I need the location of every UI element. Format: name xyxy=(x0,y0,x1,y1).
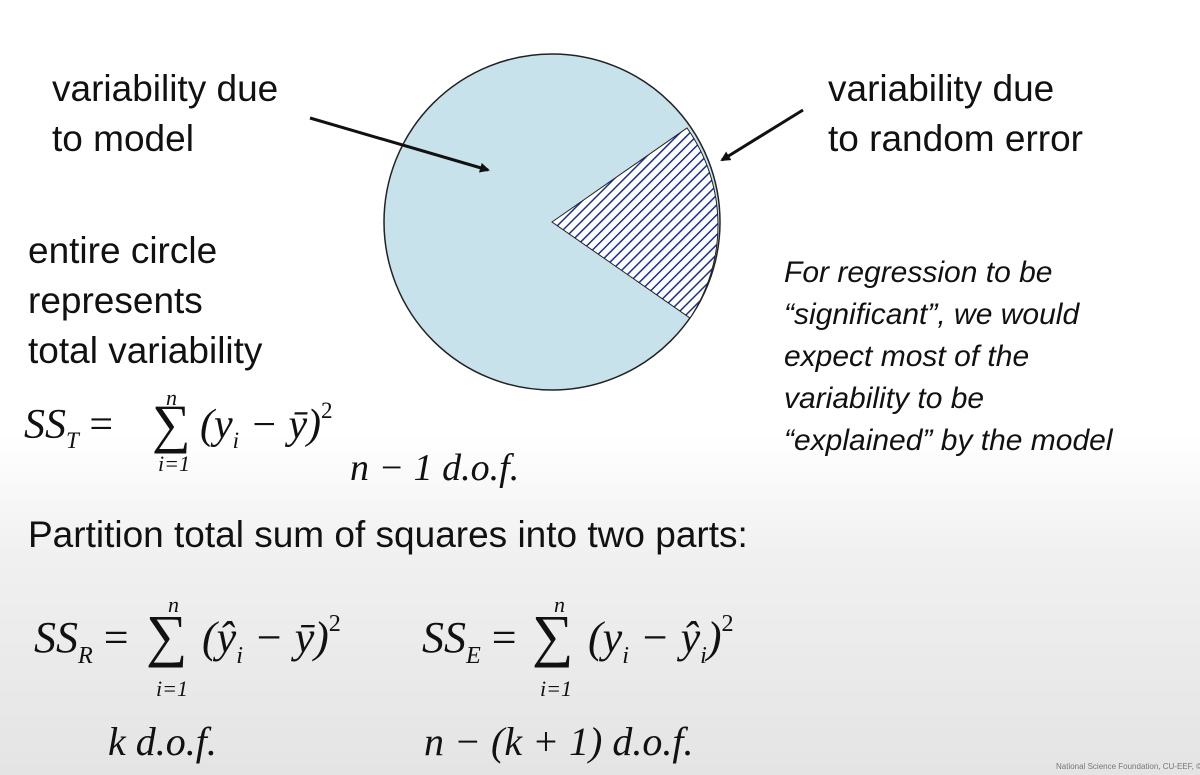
significance-note: For regression to be “significant”, we w… xyxy=(784,252,1113,462)
arrow-to-error xyxy=(720,108,804,162)
sum-term-rest: − ȳ) xyxy=(239,402,322,448)
ssr-subscript: R xyxy=(78,641,93,669)
sum-term: (ŷ xyxy=(202,613,237,662)
index-subscript: i xyxy=(622,641,629,669)
sst-symbol: SS xyxy=(24,402,66,448)
sigma-symbol: ∑ xyxy=(146,603,188,668)
ssr-formula: SSR = ∑ n i=1 (ŷi − ȳ)2 xyxy=(34,590,394,701)
error-slice xyxy=(551,127,719,319)
sst-dof: n − 1 d.o.f. xyxy=(350,447,520,489)
arrow-to-model xyxy=(309,116,490,173)
partition-heading: Partition total sum of squares into two … xyxy=(28,514,748,555)
ssr-dof: k d.o.f. xyxy=(108,719,217,764)
note-line: variability to be xyxy=(784,382,985,415)
error-variability-label: variability due to random error xyxy=(828,64,1083,164)
note-line: “significant”, we would xyxy=(784,298,1080,331)
sum-term: (y xyxy=(200,402,233,448)
index-subscript: i xyxy=(236,641,243,669)
sum-term-rest: − ȳ) xyxy=(242,613,329,662)
index-subscript: i xyxy=(700,641,707,669)
note-line: “explained” by the model xyxy=(784,424,1113,457)
sigma-symbol: ∑ xyxy=(152,394,191,454)
label-line: total variability xyxy=(28,330,263,371)
sum-upper-limit: n xyxy=(554,592,565,617)
sst-subscript: T xyxy=(66,427,79,454)
sum-term: (y xyxy=(588,613,623,662)
sse-dof: n − (k + 1) d.o.f. xyxy=(424,719,694,764)
equals-sign: = xyxy=(491,613,517,662)
model-variability-label: variability due to model xyxy=(52,64,278,164)
ssr-symbol: SS xyxy=(34,613,78,662)
sse-symbol: SS xyxy=(422,613,466,662)
label-line: entire circle xyxy=(28,230,218,271)
label-line: variability due xyxy=(828,68,1055,109)
power-exponent: 2 xyxy=(721,610,734,638)
note-line: expect most of the xyxy=(784,340,1030,373)
sum-lower-limit: i=1 xyxy=(156,676,188,701)
power-exponent: 2 xyxy=(321,397,333,424)
credit-text: National Science Foundation, CU-EEF, © xyxy=(1056,762,1200,771)
sum-term-end: ) xyxy=(706,613,722,662)
sigma-symbol: ∑ xyxy=(532,603,574,668)
sse-subscript: E xyxy=(466,641,481,669)
label-line: to random error xyxy=(828,118,1083,159)
equals-sign: = xyxy=(89,402,114,448)
label-line: represents xyxy=(28,280,203,321)
sum-upper-limit: n xyxy=(168,592,179,617)
label-line: variability due xyxy=(52,68,279,109)
sum-term-rest: − ŷ xyxy=(628,613,701,662)
index-subscript: i xyxy=(232,427,240,454)
equals-sign: = xyxy=(103,613,129,662)
sum-lower-limit: i=1 xyxy=(158,451,190,476)
sum-upper-limit: n xyxy=(166,385,177,410)
sst-formula: SST = ∑ n i=1 (yi − ȳ)2 xyxy=(24,385,354,480)
label-line: to model xyxy=(52,118,194,159)
entire-circle-label: entire circle represents total variabili… xyxy=(28,226,262,376)
power-exponent: 2 xyxy=(328,610,341,638)
sse-formula: SSE = ∑ n i=1 (yi − ŷi)2 xyxy=(422,590,782,701)
note-line: For regression to be xyxy=(784,256,1053,289)
sum-lower-limit: i=1 xyxy=(540,676,572,701)
